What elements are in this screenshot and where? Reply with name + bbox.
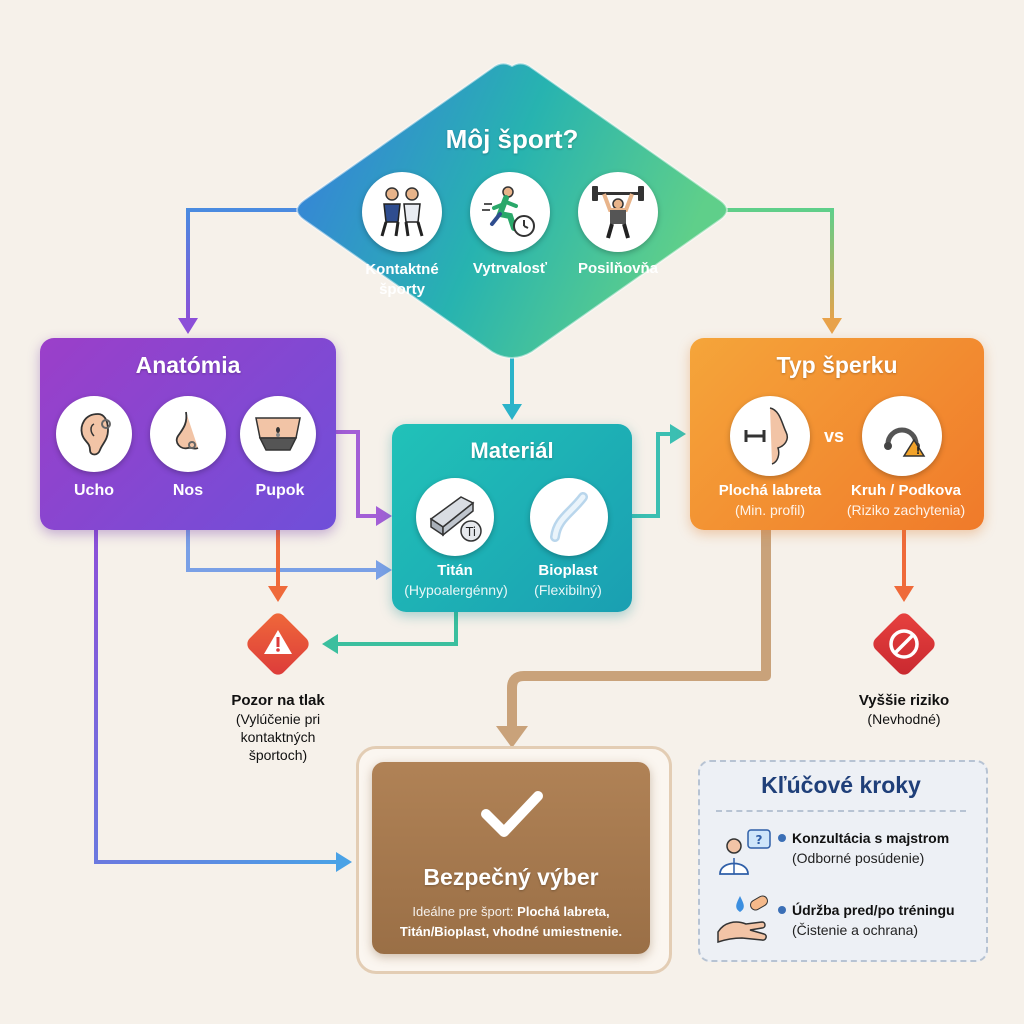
result-title: Bezpečný výber [423, 864, 599, 890]
arrow-sport-jewelry [726, 208, 834, 322]
svg-text:?: ? [756, 833, 763, 847]
jewelry-title: Typ šperku [776, 352, 898, 378]
arrow-sport-anatomy [186, 208, 298, 322]
material-titanium-note: (Hypoalergénny) [404, 582, 508, 598]
arrow-anatomy-material-lower [186, 530, 378, 572]
anatomy-ear-label: Ucho [74, 482, 114, 499]
titanium-bar-icon: Ti [416, 478, 494, 556]
material-titanium-label: Titán [437, 562, 473, 579]
svg-text:!: ! [916, 446, 921, 457]
weightlifter-icon [578, 172, 658, 252]
checkmark-icon [481, 791, 543, 837]
anatomy-title: Anatómia [135, 352, 241, 378]
wrestlers-icon [362, 172, 442, 252]
material-bioplast-label: Bioplast [538, 562, 598, 579]
legend-item-maintenance-title: Údržba pred/po tréningu [792, 902, 955, 918]
sport-option-endurance-label: Vytrvalosť [472, 260, 548, 277]
sport-option-gym-label: Posilňovňa [577, 260, 659, 277]
legend-bullet [778, 906, 786, 914]
legend-item-consultation-title: Konzultácia s majstrom [792, 830, 950, 846]
material-title: Materiál [470, 438, 554, 463]
ear-piercing-icon [56, 396, 132, 472]
warning-label: Pozor na tlak (Vylúčenie pri kontaktných… [231, 692, 325, 763]
jewelry-labret-label: Plochá labreta [718, 482, 822, 499]
anatomy-nose-label: Nos [172, 482, 204, 499]
anatomy-navel-label: Pupok [255, 482, 305, 499]
consultant-icon: ? [719, 829, 771, 875]
legend-item-consultation-note: (Odborné posúdenie) [792, 850, 925, 866]
arrow-anatomy-material-upper [335, 430, 378, 518]
legend-title: Kľúčové kroky [761, 772, 921, 798]
legend-item-maintenance-note: (Čistenie a ochrana) [792, 922, 919, 938]
arrow-material-warning [336, 612, 458, 646]
jewelry-ring-label: Kruh / Podkova [850, 482, 962, 499]
cleaning-hand-icon [717, 895, 768, 944]
legend-bullet [778, 834, 786, 842]
warning-triangle-icon [247, 613, 309, 675]
jewelry-labret-note: (Min. profil) [734, 502, 805, 518]
prohibited-icon [873, 613, 935, 675]
navel-piercing-icon [240, 396, 316, 472]
horseshoe-ring-icon: ! [862, 396, 942, 476]
result-box [372, 762, 650, 954]
result-description: Ideálne pre šport: Plochá labreta, Titán… [399, 904, 623, 939]
jewelry-vs: vs [823, 426, 845, 446]
risk-label: Vyššie riziko (Nevhodné) [858, 692, 950, 727]
nose-piercing-icon [150, 396, 226, 472]
titanium-badge: Ti [465, 525, 476, 539]
legend-divider [716, 810, 966, 812]
arrow-material-jewelry [632, 432, 672, 518]
sport-title: Môj šport? [445, 124, 579, 154]
flat-labret-icon [730, 396, 810, 476]
material-bioplast-note: (Flexibilný) [534, 582, 602, 598]
bioplast-tube-icon [530, 478, 608, 556]
jewelry-ring-note: (Riziko zachytenia) [846, 502, 966, 518]
runner-stopwatch-icon [470, 172, 550, 252]
arrow-jewelry-result [507, 530, 771, 732]
arrow-anatomy-result [94, 530, 338, 864]
